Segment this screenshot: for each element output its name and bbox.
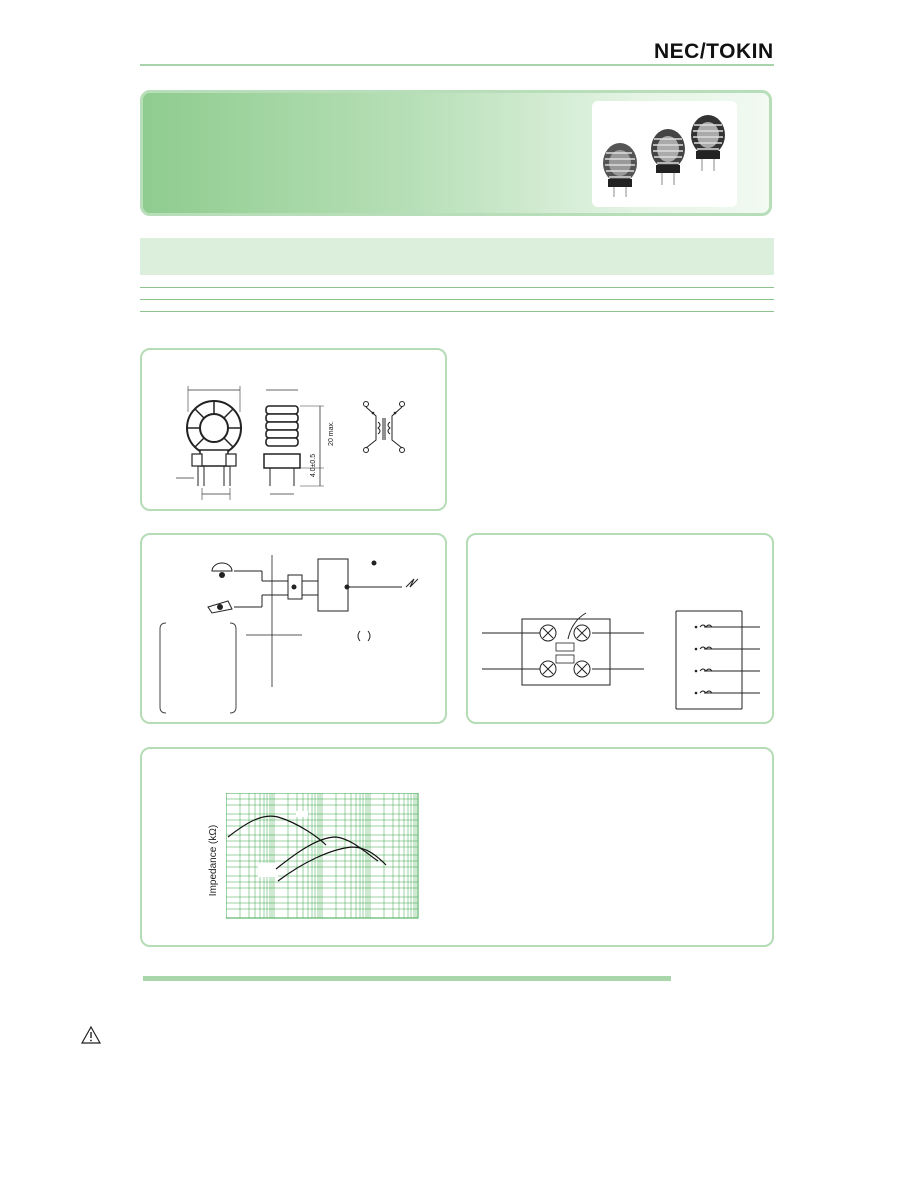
chart-y-axis-label: Impedance (kΩ) <box>208 824 220 897</box>
application-panel <box>140 533 447 724</box>
application-diagram <box>159 555 419 714</box>
rule-2 <box>140 299 774 300</box>
coil-image-2 <box>651 129 685 185</box>
rule-3 <box>140 311 774 312</box>
impedance-chart <box>226 793 419 919</box>
header-rule <box>140 64 774 66</box>
height-dimension-label: 20 max. <box>327 421 335 446</box>
impedance-curve-2 <box>275 836 379 870</box>
connection-panel <box>466 533 774 724</box>
brand-logo: NEC/TOKIN <box>654 40 774 63</box>
product-photo <box>592 101 737 207</box>
dimension-drawing <box>176 386 405 500</box>
impedance-panel: Impedance (kΩ) <box>140 747 774 947</box>
section-title-bar <box>140 238 774 275</box>
dimensions-panel: 20 max. 4.0±0.5 <box>140 348 447 511</box>
impedance-curve-3 <box>277 846 387 882</box>
coil-image-1 <box>603 143 637 197</box>
rule-1 <box>140 287 774 288</box>
impedance-curve-1 <box>227 815 327 846</box>
curve-label-box-1 <box>296 811 308 817</box>
coil-image-3 <box>691 115 725 171</box>
pin-dimension-label: 4.0±0.5 <box>310 453 318 478</box>
footer-rule <box>143 976 671 981</box>
curve-label-box-2 <box>258 863 278 877</box>
connection-diagram <box>482 610 760 710</box>
warning-triangle-icon <box>80 1025 102 1045</box>
